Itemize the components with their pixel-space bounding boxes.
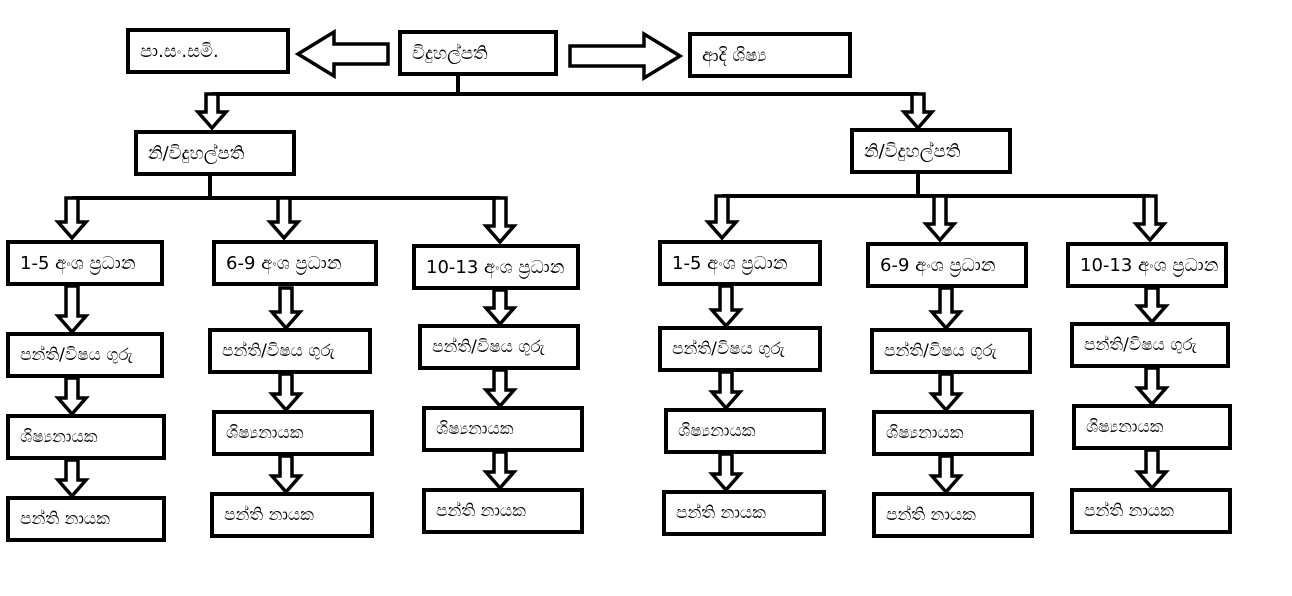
class-teacher-label: පන්ති/විෂය ගුරු [672,339,785,359]
node-past-pupils-label: ආදි ශිෂ්‍ය [702,44,767,66]
node-principal-label: විදුහල්පති [412,42,488,64]
down-arrow-icon [54,196,90,241]
node-deputy-left-label: නි/විදුහල්පති [148,142,245,164]
section-head-label: 1-5 අංශ ප්‍රධාන [20,252,136,274]
down-arrow-icon [922,194,958,243]
node-class-teacher-2: පන්ති/විෂය ගුරු [208,328,372,374]
class-monitor-label: පන්ති නායක [676,503,766,523]
node-class-teacher-4: පන්ති/විෂය ගුරු [658,326,822,372]
prefect-label: ශිෂ්‍යනායක [20,427,98,447]
down-arrow-icon [268,454,304,495]
node-prefect-4: ශිෂ්‍යනායක [664,408,826,454]
class-teacher-label: පන්ති/විෂය ගුරු [884,341,997,361]
down-arrow-icon [704,194,740,241]
node-prefect-5: ශිෂ්‍යනායක [872,410,1034,456]
node-class-monitor-5: පන්ති නායක [872,492,1034,538]
down-arrow-icon [482,368,518,409]
down-arrow-icon [54,376,90,417]
down-arrow-icon [928,372,964,413]
node-deputy-right-label: නි/විදුහල්පති [864,140,961,162]
node-deputy-principal-right: නි/විදුහල්පති [850,128,1012,174]
section-head-label: 1-5 අංශ ප්‍රධාන [672,252,788,274]
left-arrow-icon [294,28,390,80]
class-teacher-label: පන්ති/විෂය ගුරු [20,345,133,365]
down-arrow-icon [266,196,302,241]
class-monitor-label: පන්ති නායක [436,501,526,521]
section-head-label: 6-9 අංශ ප්‍රධාන [226,252,342,274]
node-class-monitor-2: පන්ති නායක [210,492,374,538]
down-arrow-icon [194,92,230,131]
down-arrow-icon [928,454,964,495]
section-head-label: 10-13 අංශ ප්‍රධාන [1080,254,1219,276]
class-teacher-label: පන්ති/විෂය ගුරු [222,341,335,361]
node-section-head-3: 10-13 අංශ ප්‍රධාන [412,244,580,290]
down-arrow-icon [54,458,90,499]
node-class-monitor-3: පන්ති නායක [422,488,584,534]
node-prefect-1: ශිෂ්‍යනායක [6,414,166,460]
down-arrow-icon [708,452,744,493]
down-arrow-icon [482,196,518,245]
node-prefect-6: ශිෂ්‍යනායක [1072,404,1232,450]
node-deputy-principal-left: නි/විදුහල්පති [134,130,296,176]
node-school-development-committee: පා.සං.සමි. [126,28,290,74]
node-sdc-label: පා.සං.සමි. [140,40,219,62]
node-class-monitor-6: පන්ති නායක [1070,488,1232,534]
prefect-label: ශිෂ්‍යනායක [678,421,756,441]
node-section-head-6: 10-13 අංශ ප්‍රධාන [1066,242,1228,288]
down-arrow-icon [708,370,744,411]
node-class-teacher-5: පන්ති/විෂය ගුරු [870,328,1032,374]
prefect-label: ශිෂ්‍යනායක [226,423,304,443]
down-arrow-icon [1134,366,1170,407]
down-arrow-icon [900,92,936,131]
node-principal: විදුහල්පති [398,30,558,76]
down-arrow-icon [482,288,518,327]
class-monitor-label: පන්ති නායක [886,505,976,525]
class-monitor-label: පන්ති නායක [1084,501,1174,521]
down-arrow-icon [928,286,964,331]
node-section-head-5: 6-9 අංශ ප්‍රධාන [866,242,1028,288]
prefect-label: ශිෂ්‍යනායක [436,419,514,439]
down-arrow-icon [1134,448,1170,491]
class-teacher-label: පන්ති/විෂය ගුරු [432,337,545,357]
prefect-label: ශිෂ්‍යනායක [886,423,964,443]
down-arrow-icon [1132,194,1168,243]
node-class-monitor-1: පන්ති නායක [6,496,166,542]
down-arrow-icon [54,284,90,335]
right-arrow-icon [568,30,684,82]
down-arrow-icon [1134,286,1170,325]
down-arrow-icon [268,286,304,331]
node-section-head-1: 1-5 අංශ ප්‍රධාන [6,240,164,286]
class-monitor-label: පන්ති නායක [224,505,314,525]
class-teacher-label: පන්ති/විෂය ගුරු [1084,335,1197,355]
node-past-pupils: ආදි ශිෂ්‍ය [688,32,852,78]
node-class-teacher-3: පන්ති/විෂය ගුරු [418,324,580,370]
down-arrow-icon [482,450,518,491]
node-prefect-2: ශිෂ්‍යනායක [212,410,374,456]
section-head-label: 6-9 අංශ ප්‍රධාන [880,254,996,276]
down-arrow-icon [708,284,744,329]
node-section-head-4: 1-5 අංශ ප්‍රධාන [658,240,822,286]
class-monitor-label: පන්ති නායක [20,509,110,529]
node-class-monitor-4: පන්ති නායක [662,490,826,536]
node-class-teacher-6: පන්ති/විෂය ගුරු [1070,322,1230,368]
prefect-label: ශිෂ්‍යනායක [1086,417,1164,437]
down-arrow-icon [268,372,304,413]
node-class-teacher-1: පන්ති/විෂය ගුරු [6,332,164,378]
node-section-head-2: 6-9 අංශ ප්‍රධාන [212,240,378,286]
section-head-label: 10-13 අංශ ප්‍රධාන [426,256,565,278]
node-prefect-3: ශිෂ්‍යනායක [422,406,584,452]
